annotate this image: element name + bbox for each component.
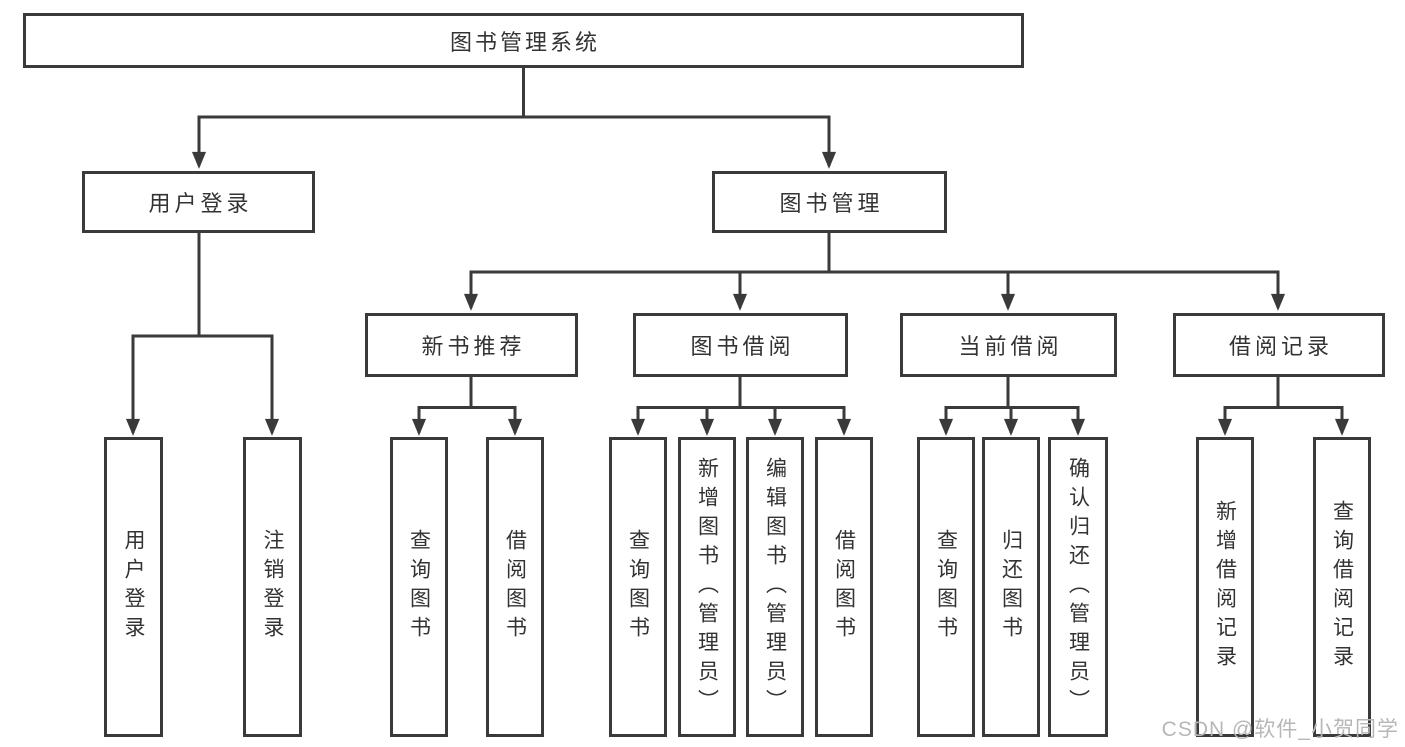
leaf-query-books-current: 查询图书 bbox=[917, 437, 975, 737]
watermark: CSDN @软件_小贺同学 bbox=[1161, 718, 1399, 741]
node-label: 新书推荐 bbox=[421, 334, 526, 359]
node-label: 确认归还（管理员） bbox=[1066, 456, 1090, 718]
node-label: 借阅记录 bbox=[1228, 334, 1333, 359]
leaf-query-books-borrow: 查询图书 bbox=[609, 437, 667, 737]
node-label: 图书管理 bbox=[779, 191, 884, 216]
leaf-add-borrow-record: 新增借阅记录 bbox=[1196, 437, 1254, 737]
node-label: 借阅图书 bbox=[832, 529, 856, 645]
leaf-confirm-return-admin: 确认归还（管理员） bbox=[1048, 437, 1108, 737]
node-label: 查询图书 bbox=[934, 529, 958, 645]
node-label: 查询图书 bbox=[626, 529, 650, 645]
node-user-login: 用户登录 bbox=[82, 171, 315, 233]
node-label: 借阅图书 bbox=[503, 529, 527, 645]
leaf-borrow-books: 借阅图书 bbox=[815, 437, 873, 737]
node-library-management-system: 图书管理系统 bbox=[23, 13, 1024, 68]
leaf-edit-book-admin: 编辑图书（管理员） bbox=[746, 437, 804, 737]
node-label: 用户登录 bbox=[122, 529, 145, 645]
node-label: 当前借阅 bbox=[958, 334, 1063, 359]
leaf-logout: 注销登录 bbox=[243, 437, 302, 737]
leaf-return-books: 归还图书 bbox=[982, 437, 1040, 737]
leaf-add-book-admin: 新增图书（管理员） bbox=[678, 437, 736, 737]
node-label: 注销登录 bbox=[261, 529, 284, 645]
node-label: 用户登录 bbox=[148, 191, 253, 216]
node-label: 查询图书 bbox=[407, 529, 431, 645]
node-label: 图书管理系统 bbox=[449, 29, 600, 55]
node-borrow-records: 借阅记录 bbox=[1173, 313, 1385, 377]
node-label: 图书借阅 bbox=[690, 334, 795, 359]
node-label: 新增图书（管理员） bbox=[695, 456, 719, 718]
leaf-user-login: 用户登录 bbox=[104, 437, 163, 737]
leaf-borrow-books-recommend: 借阅图书 bbox=[486, 437, 544, 737]
node-label: 编辑图书（管理员） bbox=[763, 456, 787, 718]
node-book-borrow: 图书借阅 bbox=[633, 313, 848, 377]
node-label: 查询借阅记录 bbox=[1330, 500, 1354, 674]
node-book-management: 图书管理 bbox=[712, 171, 947, 233]
leaf-query-borrow-record: 查询借阅记录 bbox=[1313, 437, 1371, 737]
node-label: 新增借阅记录 bbox=[1213, 500, 1237, 674]
node-label: 归还图书 bbox=[999, 529, 1023, 645]
node-current-borrow: 当前借阅 bbox=[900, 313, 1117, 377]
leaf-query-books-recommend: 查询图书 bbox=[390, 437, 448, 737]
node-new-book-recommend: 新书推荐 bbox=[365, 313, 578, 377]
